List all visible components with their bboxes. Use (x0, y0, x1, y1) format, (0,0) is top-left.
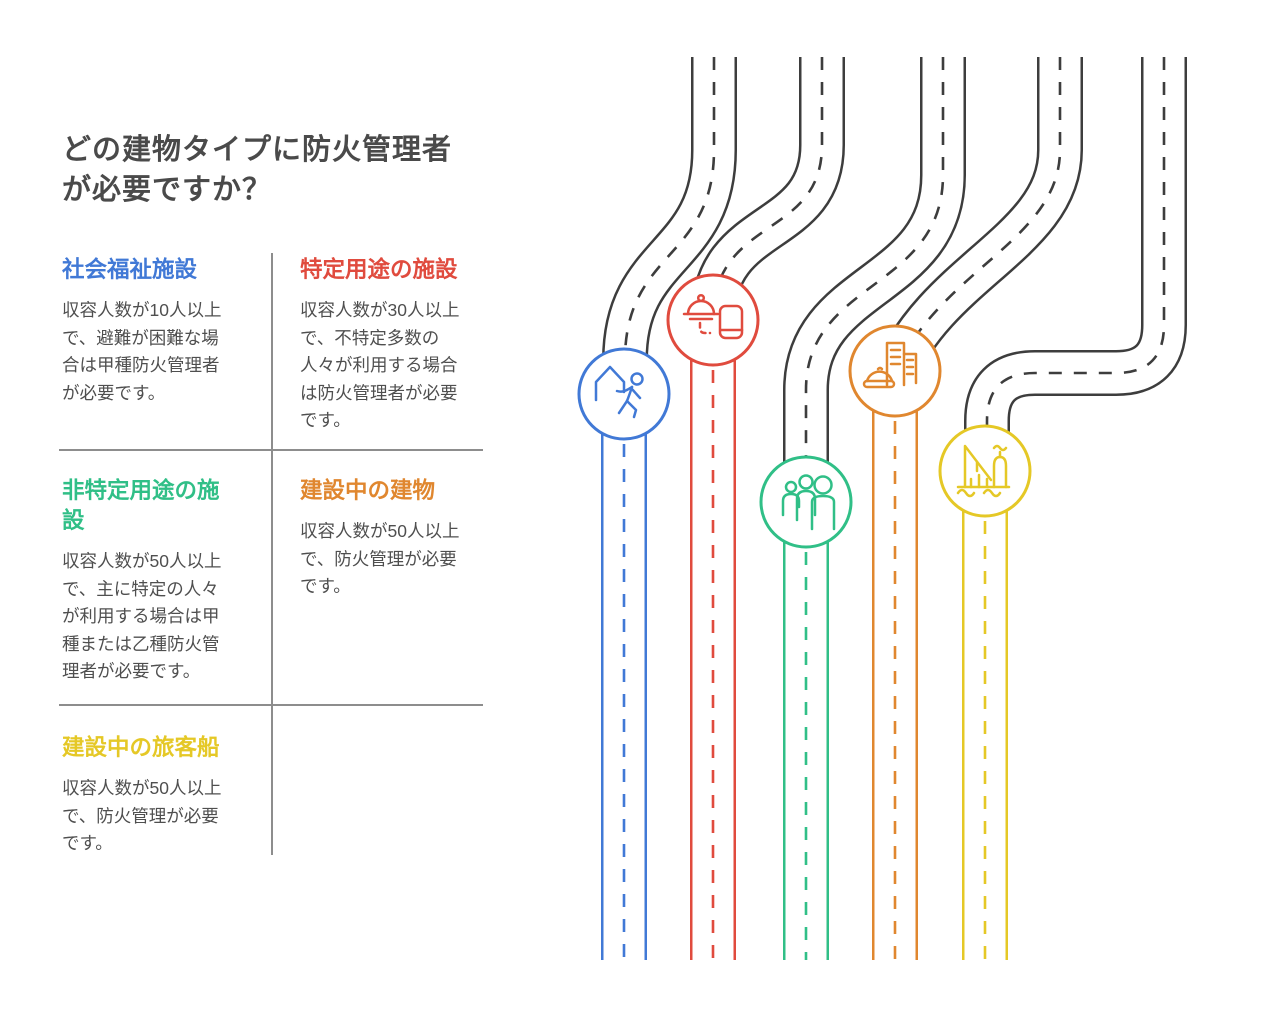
section-body: 収容人数が10人以上 で、避難が困難な場 合は甲種防火管理者 が必要です。 (62, 300, 222, 403)
section-heading: 非特定用途の施 設 (62, 478, 220, 533)
section-body: 収容人数が50人以上 で、防火管理が必要 です。 (300, 521, 460, 596)
node-circle-blue (577, 347, 671, 441)
section-welfare-facility: 社会福祉施設 収容人数が10人以上 で、避難が困難な場 合は甲種防火管理者 が必… (62, 255, 274, 407)
page-title: どの建物タイプに防火管理者 が必要ですか？ (62, 134, 453, 206)
section-body: 収容人数が50人以上 で、主に特定の人々 が利用する場合は甲 種または乙種防火管… (62, 551, 222, 681)
route-blue (601, 55, 737, 962)
road-centerline (985, 57, 1166, 471)
section-heading: 建設中の建物 (300, 478, 436, 503)
route-green (783, 55, 966, 962)
grid-horizontal-divider-1 (59, 449, 483, 451)
grid-vertical-divider (271, 253, 273, 855)
section-heading: 特定用途の施設 (300, 257, 458, 282)
route-yellow (962, 55, 1187, 962)
section-heading: 社会福祉施設 (62, 257, 198, 282)
house-child-icon (594, 365, 644, 419)
node-circle-red (666, 273, 760, 367)
people-group-icon (781, 474, 836, 531)
grid-horizontal-divider-2 (59, 704, 483, 706)
section-body: 収容人数が50人以上 で、防火管理が必要 です。 (62, 778, 222, 853)
node-circle-orange (848, 324, 942, 418)
section-passenger-ship-under-construction: 建設中の旅客船 収容人数が50人以上 で、防火管理が必要 です。 (62, 733, 274, 858)
road-centerline (711, 57, 824, 321)
ship-crane-icon (956, 444, 1011, 498)
food-cloche-phone-icon (682, 293, 744, 340)
building-construction-icon (862, 341, 918, 389)
node-circle-green (759, 455, 853, 549)
road-centerline (623, 57, 716, 394)
section-specific-use-facility: 特定用途の施設 収容人数が30人以上 で、不特定多数の 人々が利用する場合 は防… (300, 255, 512, 435)
section-building-under-construction: 建設中の建物 収容人数が50人以上 で、防火管理が必要 です。 (300, 476, 512, 601)
section-nonspecific-use-facility: 非特定用途の施 設 収容人数が50人以上 で、主に特定の人々 が利用する場合は甲… (62, 476, 274, 686)
section-heading: 建設中の旅客船 (62, 735, 220, 760)
section-body: 収容人数が30人以上 で、不特定多数の 人々が利用する場合 は防火管理者が必要 … (300, 300, 460, 430)
road-centerline (804, 57, 945, 502)
